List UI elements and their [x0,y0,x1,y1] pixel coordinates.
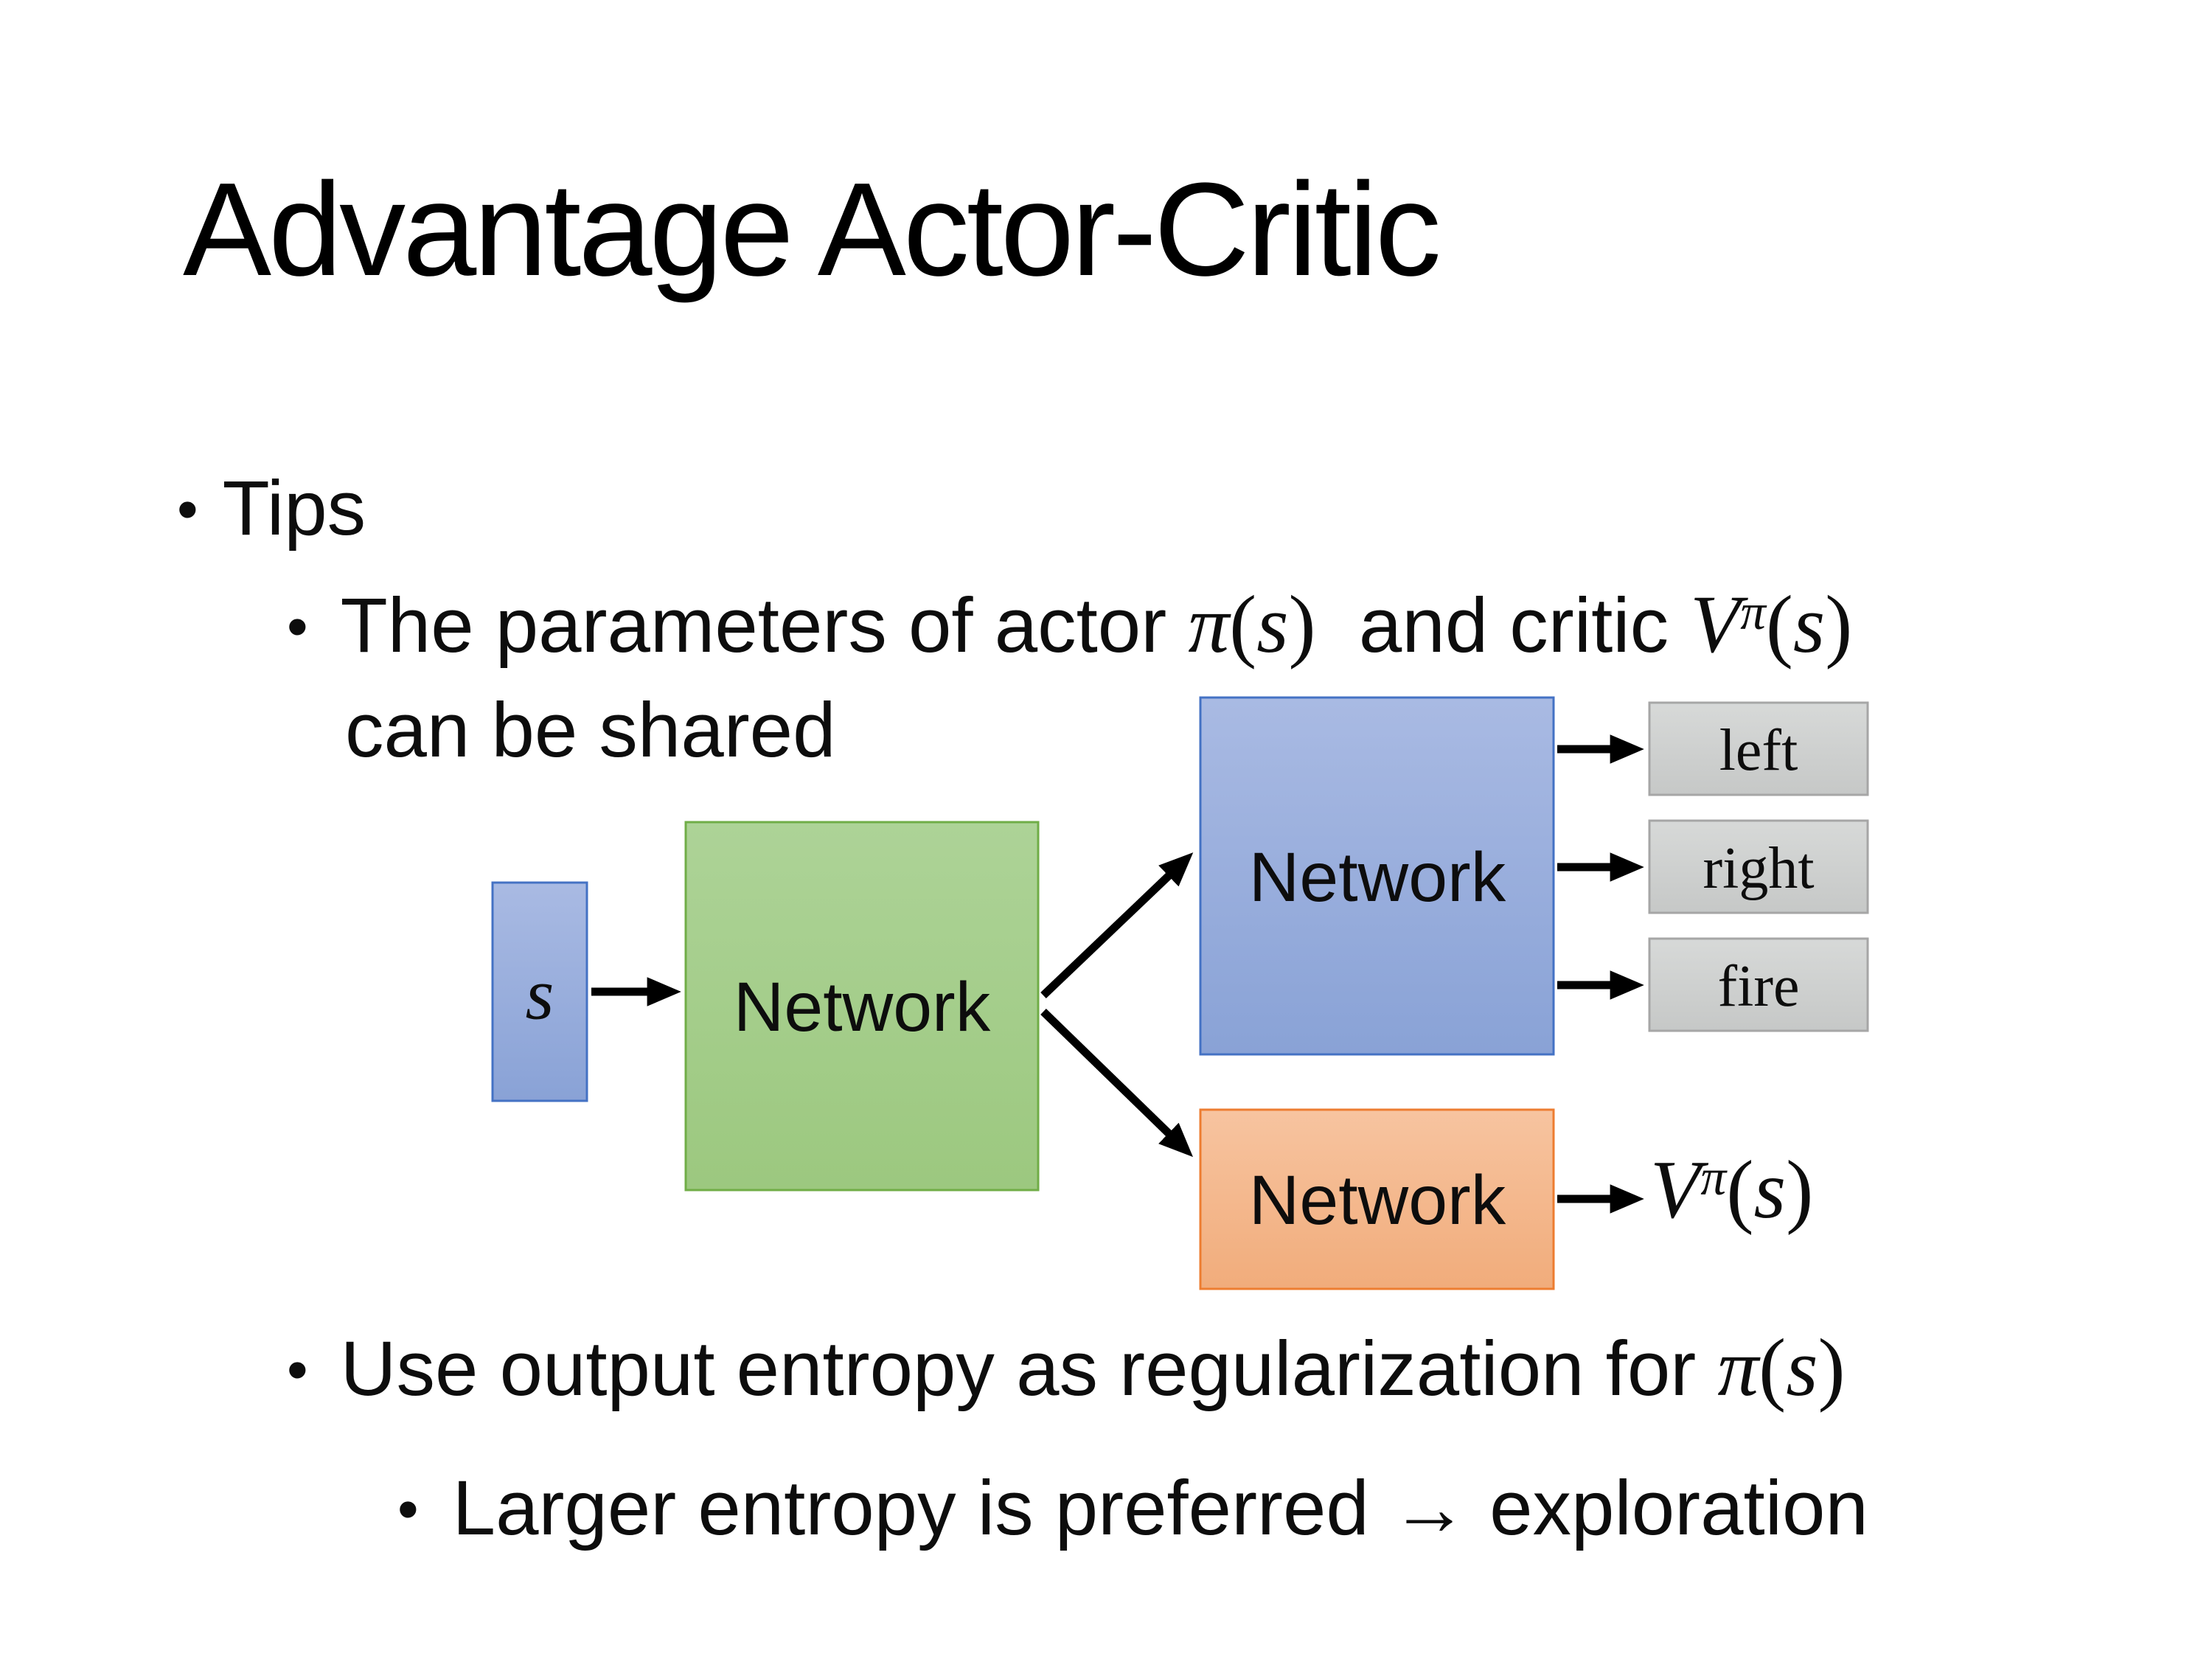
bullet-tips: • Tips [177,454,366,563]
bullet-dot: • [287,1336,308,1404]
arrow-shared-to-critic [1040,1009,1193,1158]
critic-network-box [1199,1108,1555,1290]
critic-value-output: Vπ(s) [1650,1144,1814,1236]
input-state-box [491,881,588,1102]
bullet-tips-text: Tips [222,465,366,552]
bullet-larger-entropy-text: Larger entropy is preferred → exploratio… [452,1465,1868,1551]
bullet-dot: • [287,593,308,661]
bullet-entropy: • Use output entropy as regularization f… [287,1311,1846,1426]
page-title: Advantage Actor-Critic [183,156,1441,304]
actor-network-box [1199,696,1555,1056]
action-box-fire [1648,937,1869,1032]
bullet-dot: • [397,1475,419,1543]
text-segment: Use output entropy as regularization for [340,1326,1718,1412]
text-segment: The parameters of actor [340,582,1189,669]
action-label-left: left [1719,718,1798,783]
input-state-label: s [526,953,554,1035]
actor-network-label: Network [1249,838,1506,917]
bullet-parameters-line2: can be shared [345,687,836,773]
action-box-left [1648,701,1869,796]
shared-network-label: Network [734,968,991,1046]
bullet-dot: • [177,476,198,543]
math-v-pi-s: Vπ(s) [1690,580,1853,670]
action-label-right: right [1703,836,1814,901]
math-pi-s: π(s) [1717,1323,1846,1413]
bullet-parameters-line1: • The parameters of actor π(s) and criti… [287,568,1852,683]
arrow-shared-to-actor [1040,852,1194,998]
shared-network-box [684,821,1040,1192]
action-box-right [1648,819,1869,914]
critic-network-label: Network [1249,1161,1506,1239]
text-segment: and critic [1315,582,1691,669]
math-pi-s: π(s) [1188,580,1316,670]
action-label-fire: fire [1717,954,1799,1019]
bullet-larger-entropy: • Larger entropy is preferred → explorat… [397,1454,1868,1562]
bullet-entropy-text: Use output entropy as regularization for… [341,1311,1846,1426]
bullet-parameters-text: The parameters of actor π(s) and critic … [341,568,1853,683]
